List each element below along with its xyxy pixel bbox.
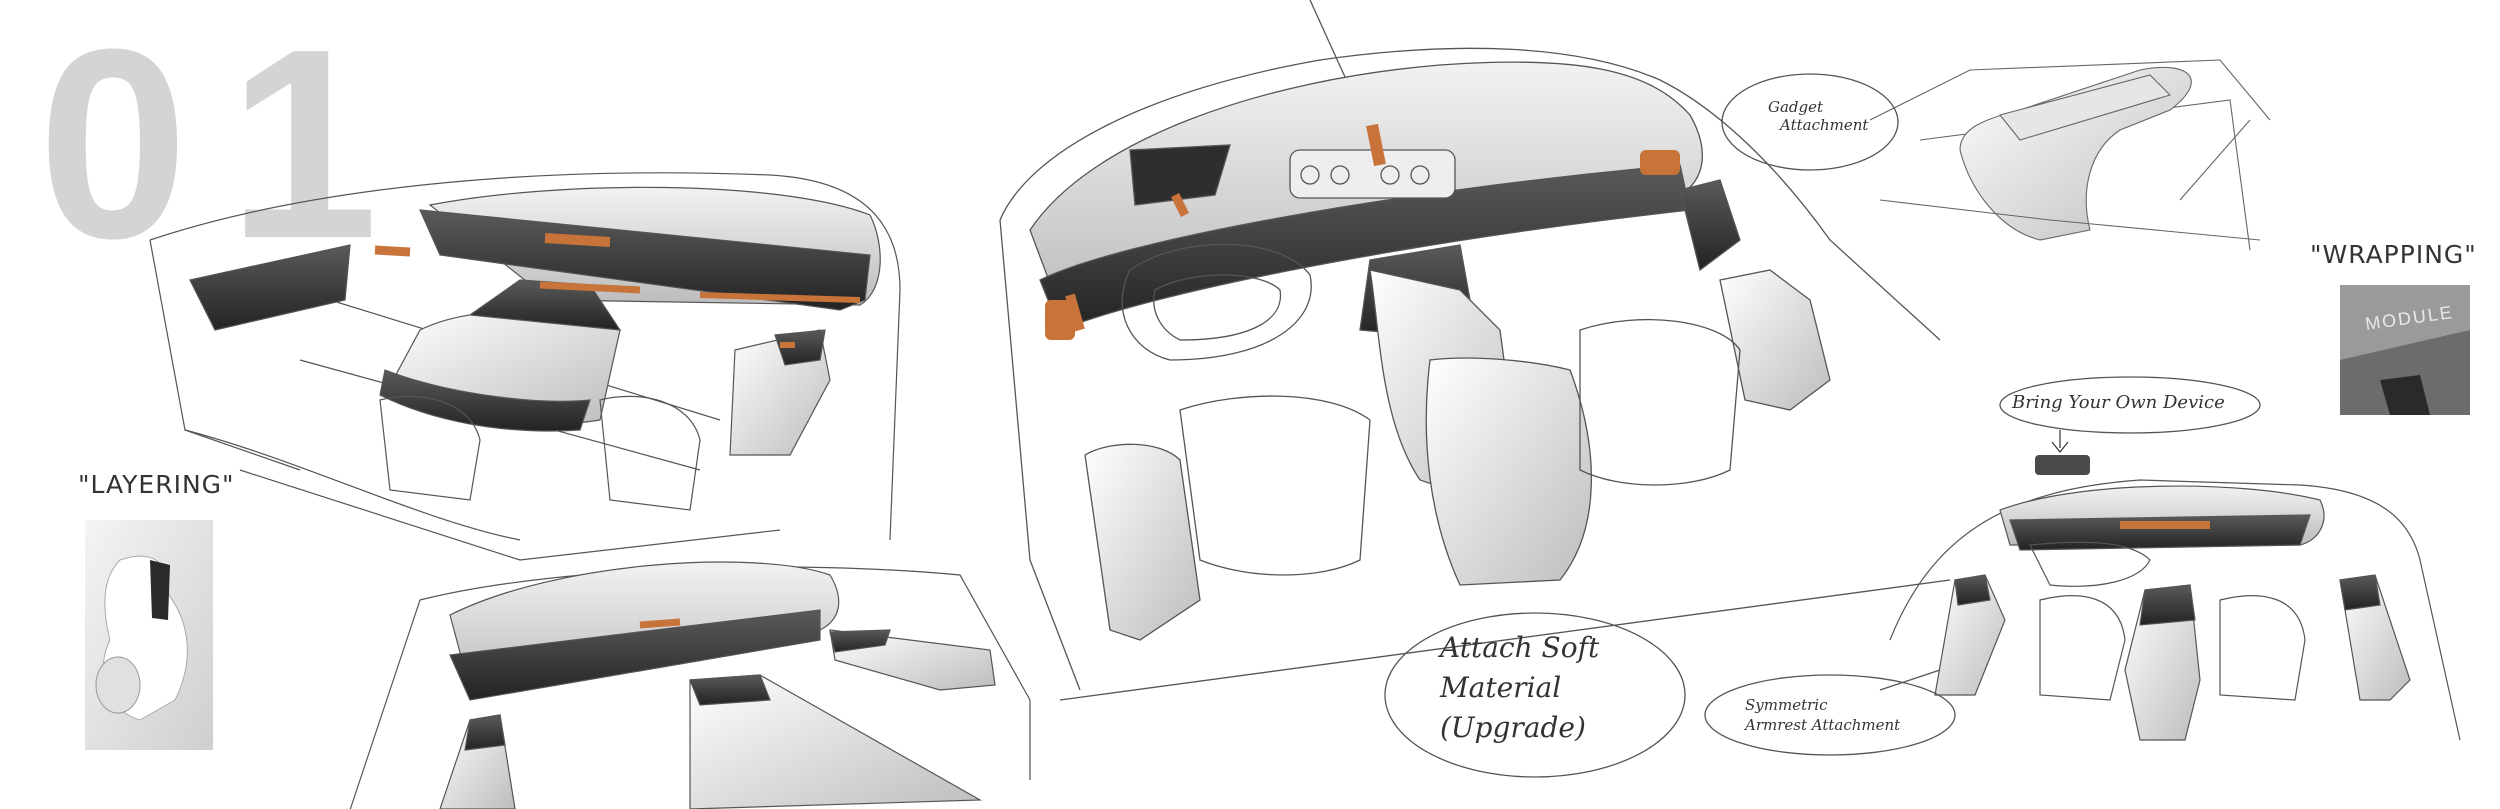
annotation-armrest: Symmetric Armrest Attachment [1745, 695, 1900, 735]
wrapping-caption: "WRAPPING" [2310, 240, 2477, 269]
annotation-gadget-line1: Gadget [1768, 98, 1824, 116]
annotation-gadget-line2: Attachment [1780, 116, 1869, 134]
wrapping-photo [2340, 285, 2470, 415]
annotation-gadget: Gadget Attachment [1768, 98, 1868, 134]
sketch-top-right [1869, 59, 2271, 251]
annotation-soft-material-line2: Material [1440, 671, 1562, 704]
annotation-armrest-line2: Armrest Attachment [1745, 716, 1901, 734]
sketch-top-left [149, 172, 901, 561]
annotation-soft-material: Attach Soft Material (Upgrade) [1440, 628, 1599, 748]
annotation-soft-material-line3: (Upgrade) [1440, 711, 1586, 744]
annotation-soft-material-line1: Attach Soft [1440, 631, 1600, 664]
sketch-main [999, 0, 1951, 701]
page-number: 01 [38, 0, 419, 295]
sketch-bottom-left [349, 561, 1031, 809]
layering-caption: "LAYERING" [78, 470, 235, 499]
annotation-bubbles [1384, 73, 2261, 778]
annotation-armrest-line1: Symmetric [1745, 696, 1828, 714]
annotation-byod: Bring Your Own Device [2012, 392, 2225, 413]
layering-photo [85, 520, 213, 750]
sketch-bottom-right [1889, 430, 2461, 741]
